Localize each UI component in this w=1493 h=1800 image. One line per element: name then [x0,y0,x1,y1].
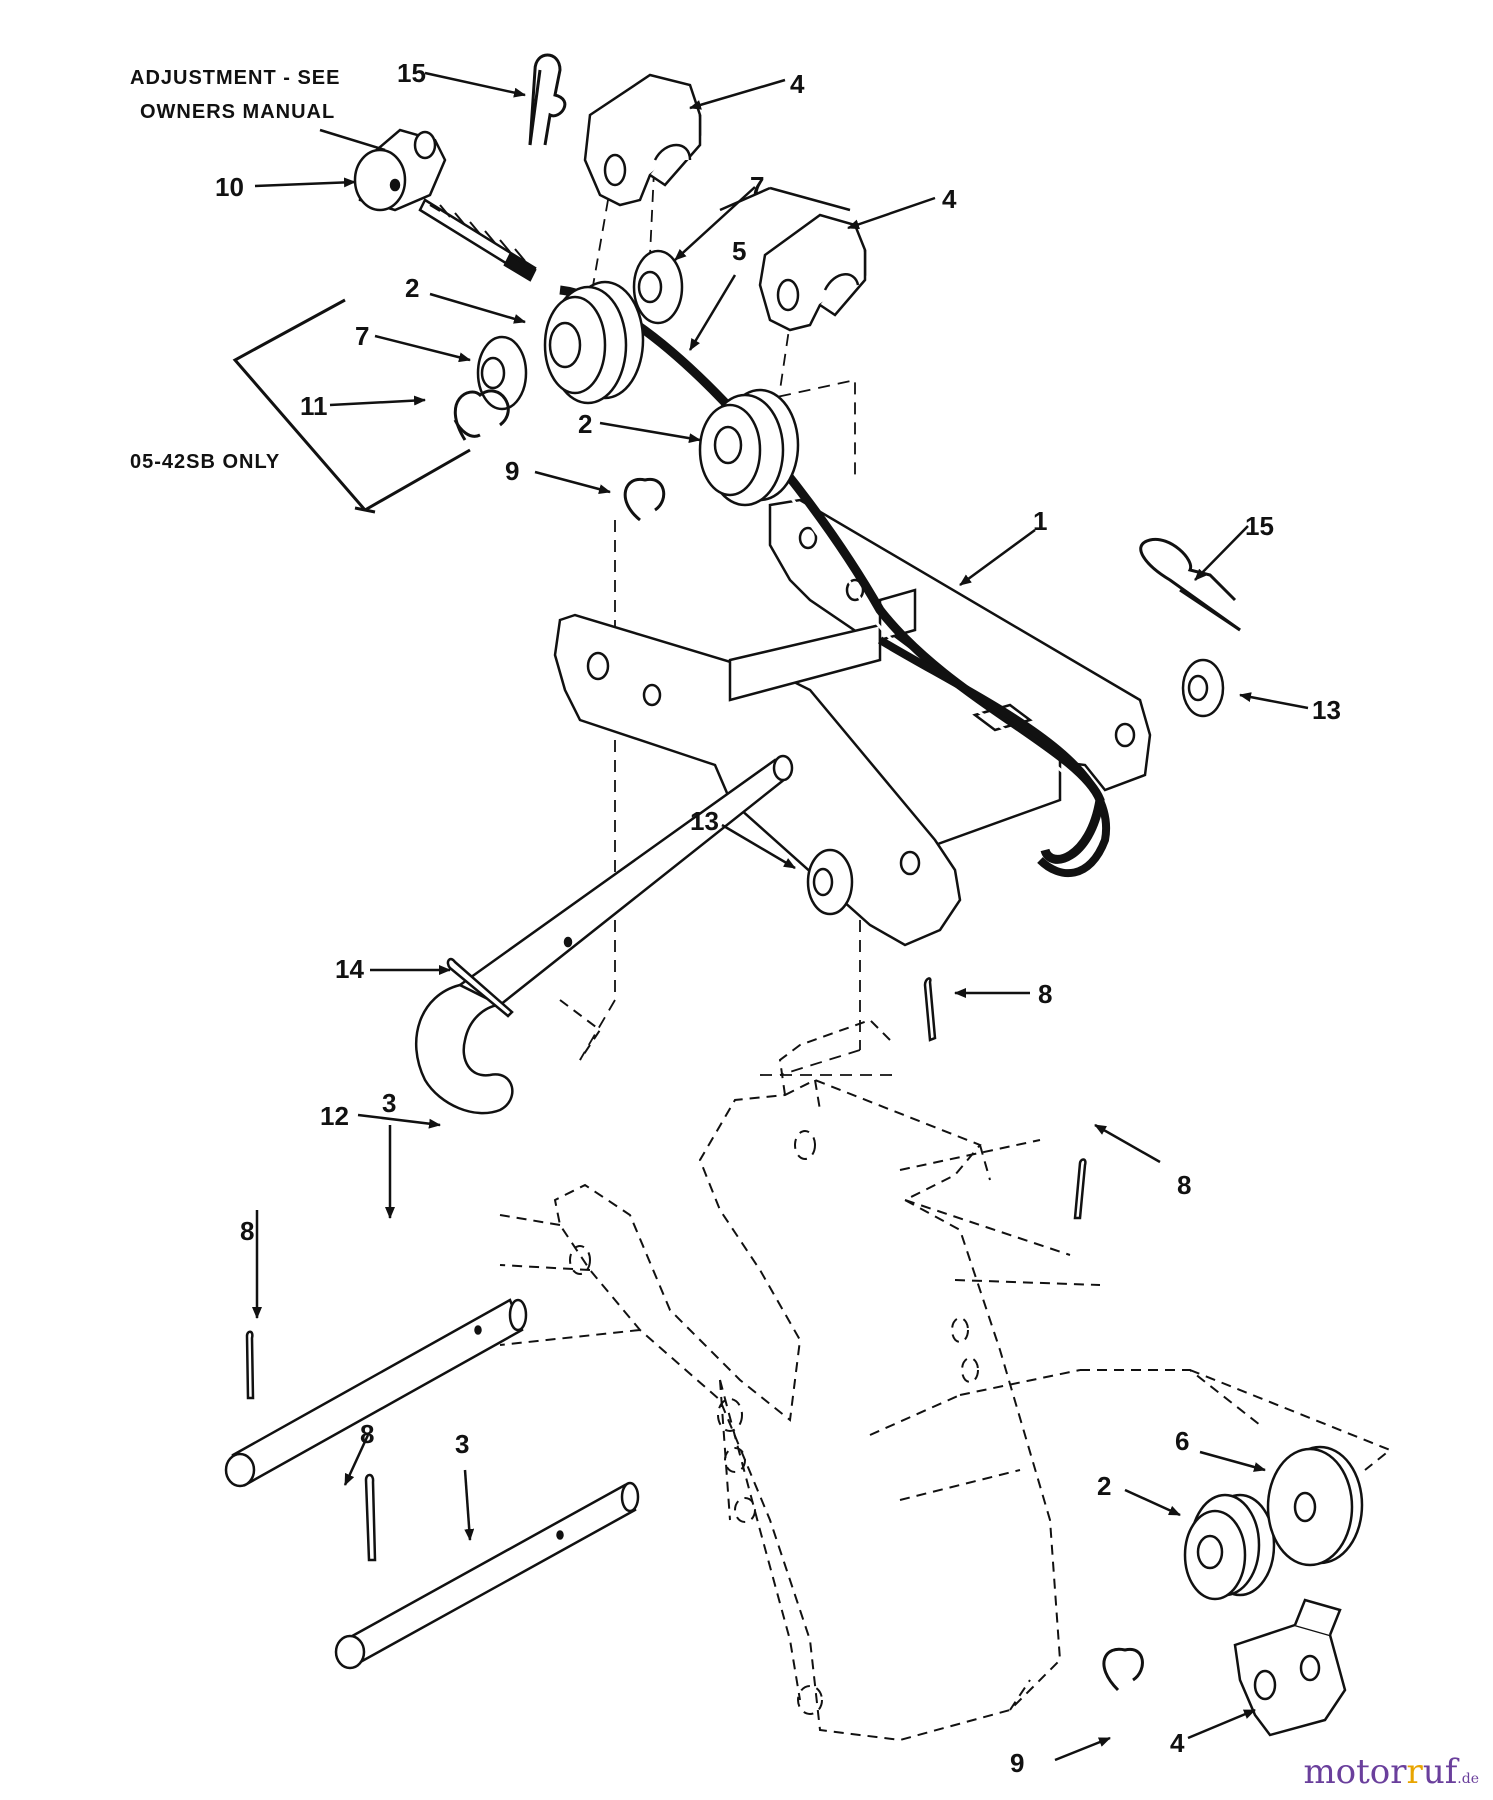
callout-10: 10 [215,172,244,202]
callout-4-upper-right: 4 [942,184,957,214]
pivot-bracket-dashed [499,999,1392,1742]
callout-15-right: 15 [1245,511,1274,541]
callout-8-lower: 8 [360,1419,374,1449]
hair-pin-clip-top [528,53,567,146]
callout-2-lower: 2 [1097,1471,1111,1501]
callout-8-left: 8 [240,1216,254,1246]
callout-13-right: 13 [1312,695,1341,725]
hair-pin-clip-right [1139,537,1241,632]
washers [476,249,1225,916]
pivot-hook-pin [415,754,794,1115]
callout-8-top: 8 [1038,979,1052,1009]
callout-8-right: 8 [1177,1170,1191,1200]
pins [224,1298,640,1670]
idler-pulley-upper [543,280,645,405]
idler-pulley-lower [1183,1493,1276,1601]
belt-guide-upper-right [758,213,867,332]
callout-7-left: 7 [355,321,369,351]
watermark-suffix: .de [1457,1771,1479,1787]
model-note-bracket [232,298,471,514]
callout-3-lower: 3 [455,1429,469,1459]
callout-1: 1 [1033,506,1047,536]
callout-2-upper: 2 [405,273,419,303]
callout-4-bottom: 4 [1170,1728,1185,1758]
watermark-logo: motorruf.de [1303,1752,1479,1792]
callout-5: 5 [732,236,746,266]
callout-7-upper: 7 [750,171,764,201]
callout-13-left: 13 [690,806,719,836]
adjustment-note-line1: ADJUSTMENT - SEE [130,67,340,89]
belt-guide-top [583,73,702,207]
watermark-accent: r [1406,1752,1423,1792]
adjustment-note-leader [319,128,386,152]
callout-4-top: 4 [790,69,805,99]
callout-14: 14 [335,954,364,984]
retaining-rings [453,389,1144,1692]
spacer [1266,1445,1364,1567]
belt [559,285,1111,877]
callout-11: 11 [300,391,328,421]
watermark-name-b: uf [1422,1752,1458,1792]
leader-arrows [252,71,1309,1762]
belt-guide-bottom [1233,1598,1347,1737]
adjustment-knob [353,128,447,212]
model-note: 05-42SB ONLY [130,451,280,473]
callout-9-upper: 9 [505,456,519,486]
cotter-pins [245,957,1087,1562]
callout-2-middle: 2 [578,409,592,439]
callout-9-lower: 9 [1010,1748,1024,1778]
watermark-name-a: motor [1303,1752,1407,1792]
arm-holes [586,526,1136,876]
adjustment-note-line2: OWNERS MANUAL [140,101,335,123]
callout-3-upper: 3 [382,1088,396,1118]
idler-pulley-middle [698,388,800,507]
callout-15-top: 15 [397,58,426,88]
callout-12: 12 [320,1101,349,1131]
adjustment-bolt [418,198,537,282]
callout-6: 6 [1175,1426,1189,1456]
